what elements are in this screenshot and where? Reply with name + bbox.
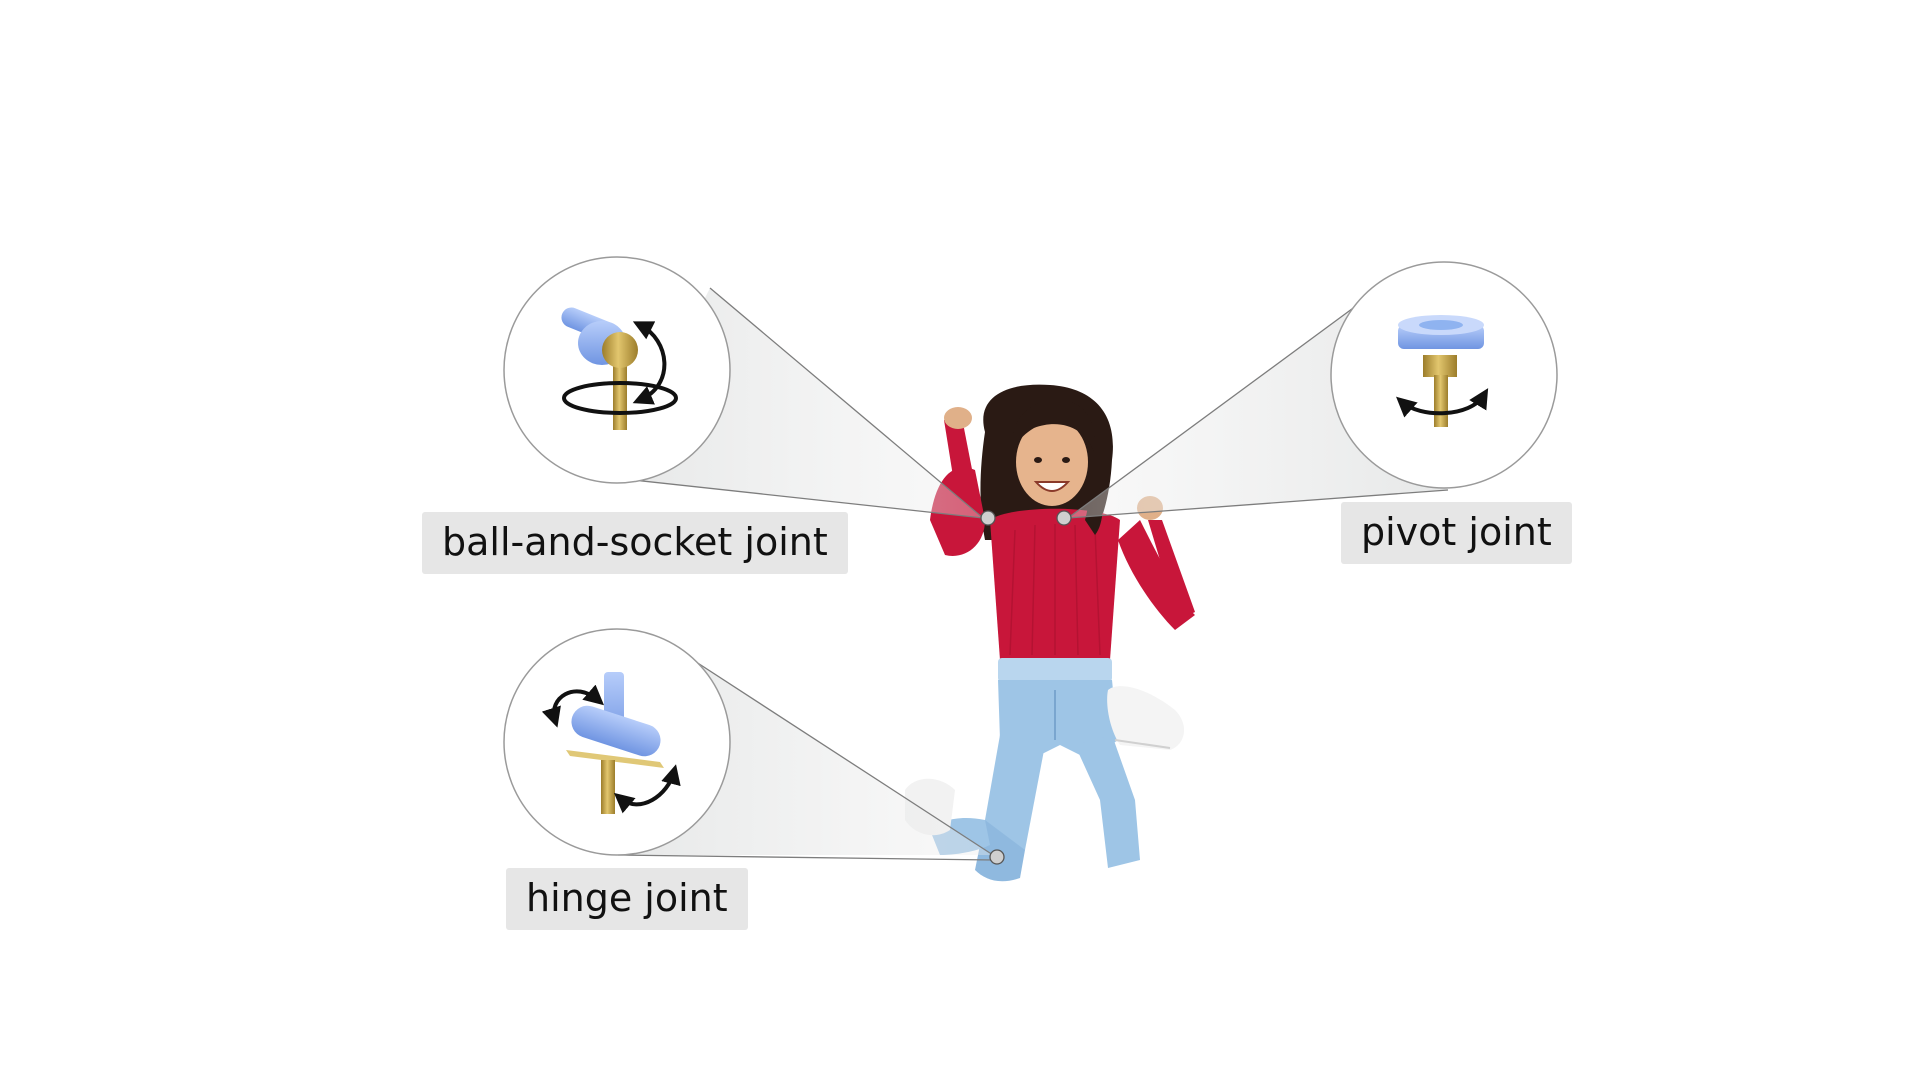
jumping-girl-illustration xyxy=(905,384,1195,882)
hinge-label: hinge joint xyxy=(506,868,748,930)
pivot-joint-icon xyxy=(1396,315,1489,427)
hinge-callout xyxy=(503,628,1005,865)
pivot-label: pivot joint xyxy=(1341,502,1572,564)
ball-and-socket-callout xyxy=(503,256,996,526)
hinge-joint-icon xyxy=(541,672,681,814)
ball-and-socket-label: ball-and-socket joint xyxy=(422,512,848,574)
pivot-callout xyxy=(1056,261,1558,526)
ball-and-socket-joint-icon xyxy=(561,307,678,430)
